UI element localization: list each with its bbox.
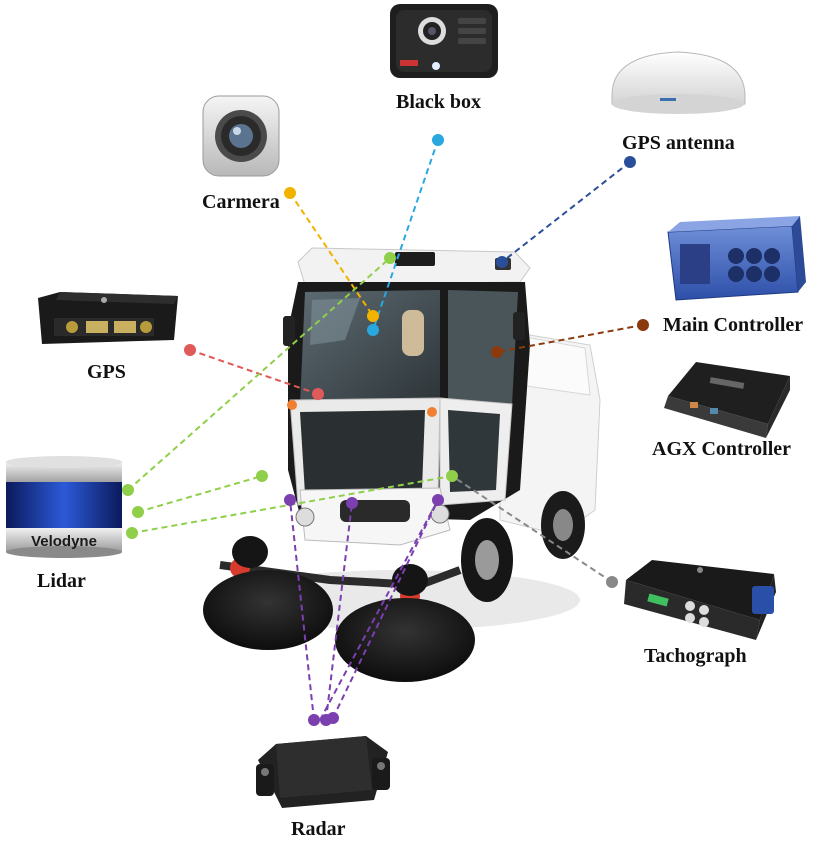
sweeper-vehicle (203, 247, 601, 682)
tachograph-icon (624, 560, 776, 640)
main-controller-icon (667, 216, 806, 301)
lidar-line-2 (137, 475, 263, 513)
gps-antenna-line (501, 161, 631, 263)
agx-controller-icon (664, 362, 790, 438)
camera-line (289, 192, 374, 317)
black-box-icon (390, 4, 498, 78)
lidar-icon: Velodyne (6, 456, 122, 558)
connection-lines (127, 139, 644, 721)
tachograph-line (451, 475, 613, 583)
main-controller-line (496, 324, 644, 353)
connection-dots (122, 134, 649, 726)
black-box-line (372, 139, 439, 331)
lidar-line-1 (127, 257, 391, 491)
label-agx-controller: AGX Controller (652, 438, 792, 460)
radar-line-3 (332, 499, 439, 719)
label-tachograph: Tachograph (644, 645, 747, 667)
label-camera: Carmera (202, 191, 280, 213)
label-main-controller: Main Controller (663, 314, 804, 336)
label-black-box: Black box (396, 91, 482, 113)
gps-line (189, 349, 319, 395)
label-lidar: Lidar (37, 570, 86, 592)
lidar-brand-text: Velodyne (31, 533, 97, 550)
gps-antenna-icon (611, 51, 746, 114)
radar-icon (256, 736, 390, 808)
radar-line-4 (319, 499, 439, 721)
camera-icon (202, 95, 280, 177)
gps-receiver-icon (38, 292, 178, 344)
label-gps: GPS (87, 361, 126, 383)
radar-line-1 (289, 499, 315, 721)
radar-line-2 (325, 502, 353, 721)
label-radar: Radar (291, 818, 346, 840)
label-gps-antenna: GPS antenna (622, 132, 735, 154)
